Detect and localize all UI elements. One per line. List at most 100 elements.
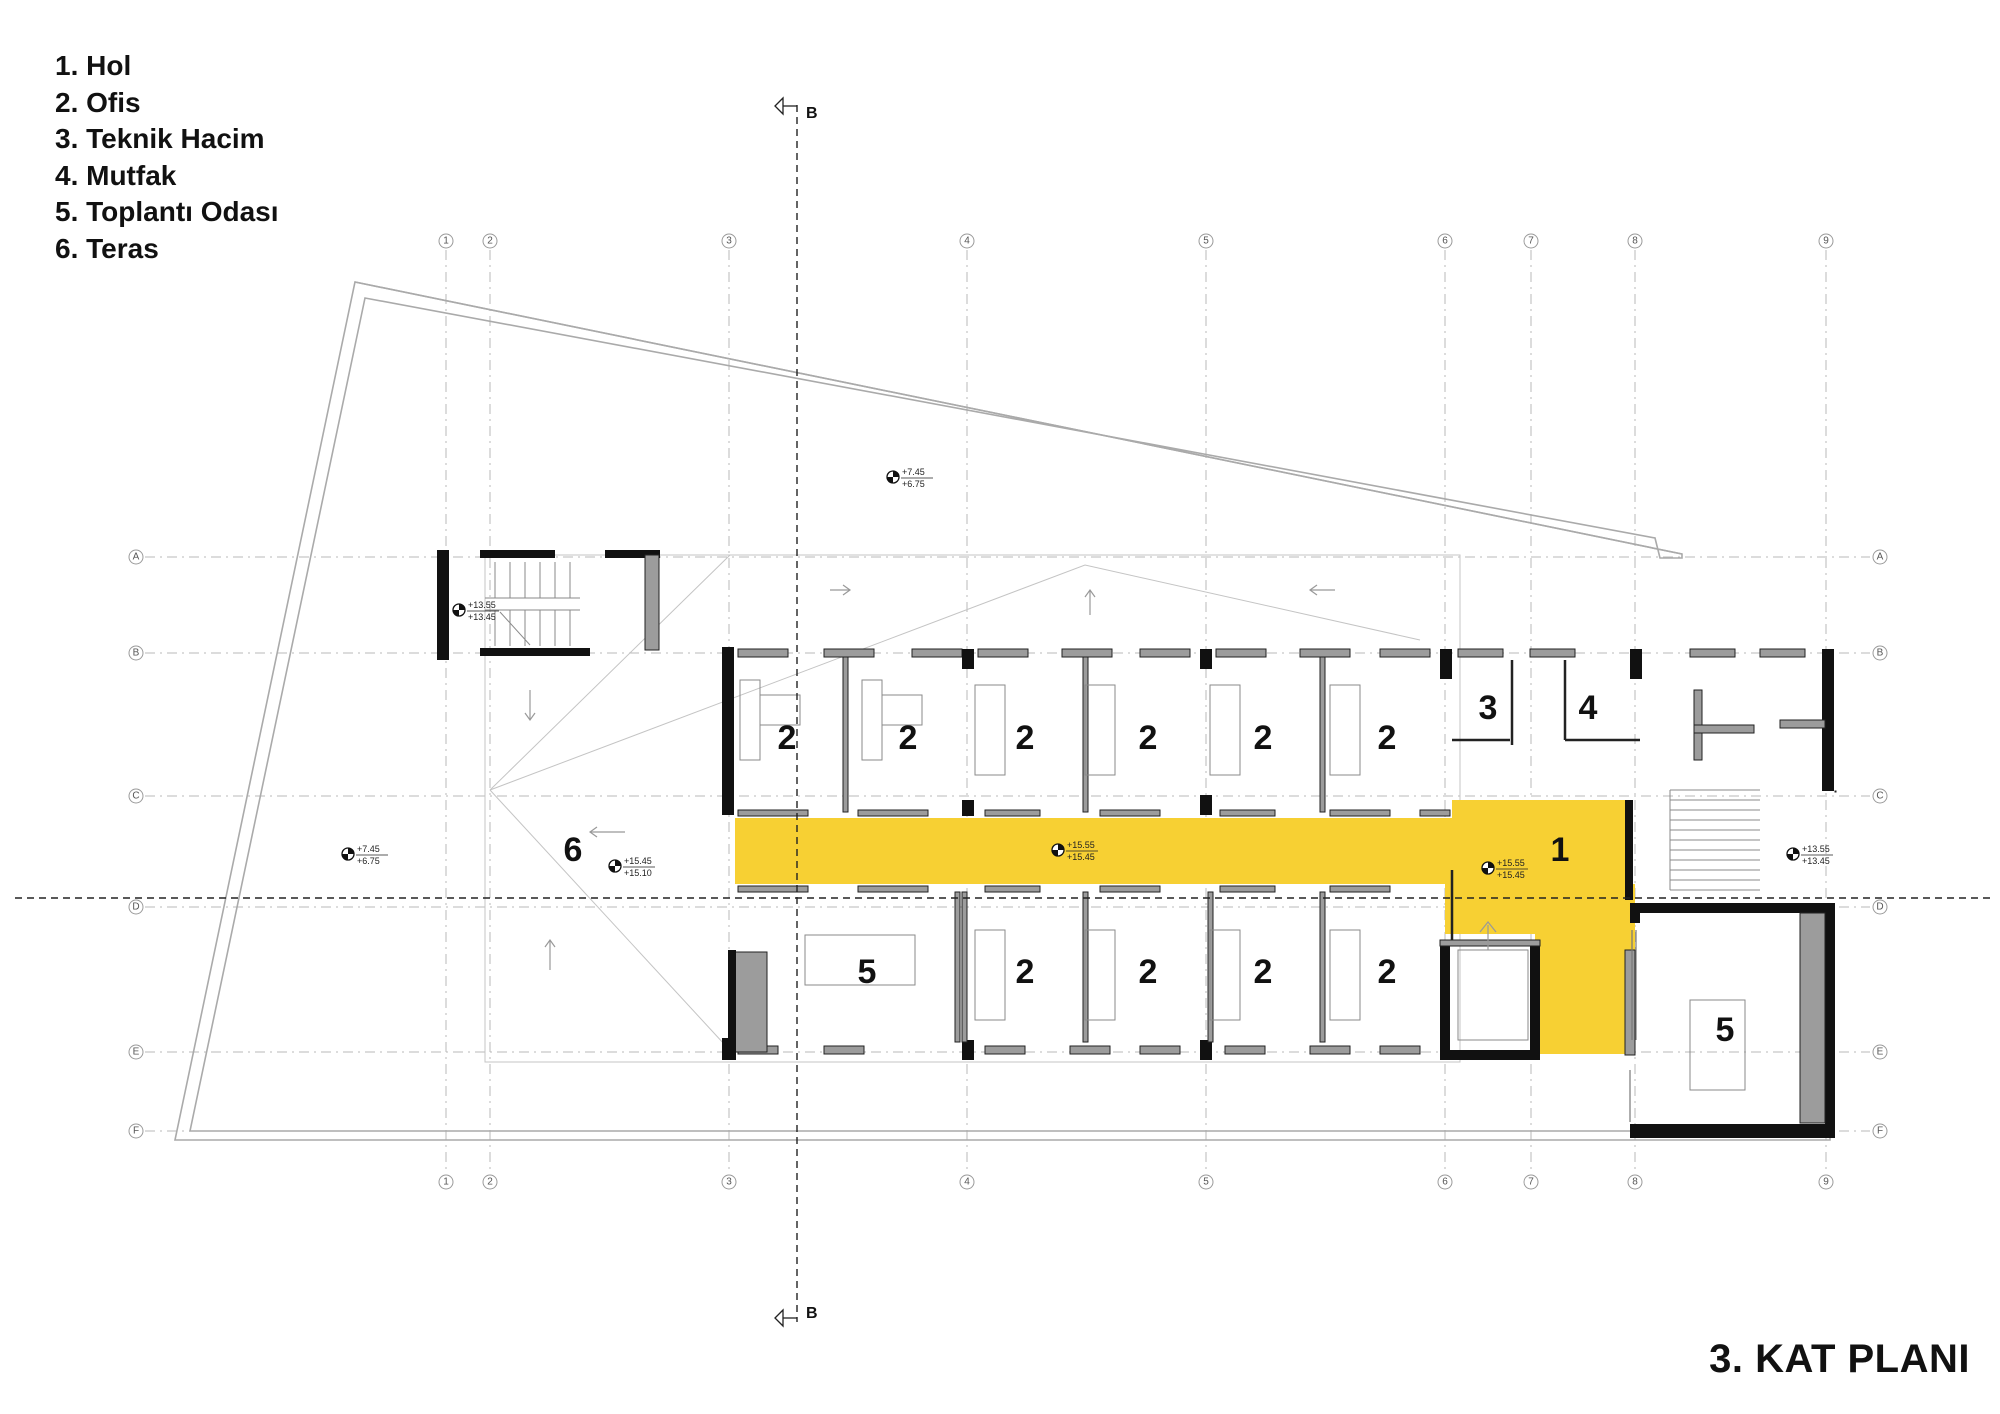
grid-bubble-row: D bbox=[128, 899, 144, 915]
level-value-top: +13.55 bbox=[468, 600, 496, 610]
direction-arrow-icon bbox=[588, 826, 625, 838]
grid-label-column: 7 bbox=[1528, 1177, 1534, 1188]
legend-item-technical: 3. Teknik Hacim bbox=[55, 123, 265, 154]
grid-label-column: 8 bbox=[1632, 236, 1638, 247]
level-value-top: +13.55 bbox=[1802, 844, 1830, 854]
level-marker-icon: +13.55 +13.45 bbox=[1786, 844, 1833, 866]
glazing bbox=[1629, 930, 1637, 1122]
grid-bubble-row: F bbox=[128, 1123, 144, 1139]
level-value-bottom: +15.10 bbox=[624, 868, 652, 878]
grid-bubble-row: A bbox=[1872, 549, 1888, 565]
room-number-meeting: 5 bbox=[1716, 1011, 1735, 1049]
grid-label-row: F bbox=[1877, 1126, 1883, 1137]
level-value-bottom: +15.45 bbox=[1067, 852, 1095, 862]
section-arrow-icon bbox=[774, 96, 797, 116]
grid-bubble-row: A bbox=[128, 549, 144, 565]
level-value-bottom: +6.75 bbox=[357, 856, 380, 866]
grid-label-column: 6 bbox=[1442, 236, 1448, 247]
room-numbers: 2 2 2 2 2 2 3 4 1 5 2 2 2 2 5 6 bbox=[564, 689, 1735, 1049]
grid-bubble-column: 7 bbox=[1523, 1174, 1539, 1190]
grid-bubble-row: D bbox=[1872, 899, 1888, 915]
grid-label-column: 2 bbox=[487, 236, 493, 247]
section-line: B B bbox=[15, 96, 1990, 1328]
west-stair-tower bbox=[437, 550, 660, 660]
office-furniture bbox=[739, 679, 1746, 1091]
grid-bubble-column: 5 bbox=[1198, 233, 1214, 249]
grid-label-column: 8 bbox=[1632, 1177, 1638, 1188]
level-marker-icon: +15.55 +15.45 bbox=[1481, 858, 1528, 880]
room-number-office: 2 bbox=[1378, 719, 1397, 757]
grid-bubble-row: C bbox=[1872, 788, 1888, 804]
grid-label-column: 3 bbox=[726, 1177, 732, 1188]
room-number-office: 2 bbox=[1254, 719, 1273, 757]
grid-bubble-row: E bbox=[1872, 1044, 1888, 1060]
level-marker-icon: +7.45 +6.75 bbox=[886, 467, 933, 489]
grid-bubble-column: 3 bbox=[721, 1174, 737, 1190]
room-number-office: 2 bbox=[1016, 719, 1035, 757]
grid-bubble-column: 1 bbox=[438, 1174, 454, 1190]
east-stair bbox=[1669, 789, 1760, 891]
grid-label-row: C bbox=[132, 791, 139, 802]
room-number-meeting: 5 bbox=[858, 953, 877, 991]
grid-bubble-row: B bbox=[128, 645, 144, 661]
room-number-kitchen: 4 bbox=[1579, 689, 1598, 727]
grid-bubble-column: 2 bbox=[482, 233, 498, 249]
room-number-technical: 3 bbox=[1479, 689, 1498, 727]
grid-bubble-column: 7 bbox=[1523, 233, 1539, 249]
level-value-bottom: +15.45 bbox=[1497, 870, 1525, 880]
building-walls bbox=[722, 647, 1837, 1138]
grid-label-row: F bbox=[133, 1126, 139, 1137]
level-marker-icon: +13.55+13.45 bbox=[452, 600, 499, 622]
level-value-top: +7.45 bbox=[357, 844, 380, 854]
level-value-top: +15.55 bbox=[1497, 858, 1525, 868]
level-markers: +7.45+6.75+7.45+6.75+13.55+13.45+15.55+1… bbox=[341, 467, 1833, 880]
grid-label-column: 1 bbox=[443, 236, 449, 247]
grid-bubble-column: 1 bbox=[438, 233, 454, 249]
grid-label-row: B bbox=[1877, 648, 1884, 659]
level-value-top: +7.45 bbox=[902, 467, 925, 477]
grid-bubble-row: E bbox=[128, 1044, 144, 1060]
grid-label-column: 1 bbox=[443, 1177, 449, 1188]
grid-bubble-column: 6 bbox=[1437, 1174, 1453, 1190]
grid-bubble-column: 3 bbox=[721, 233, 737, 249]
grid-label-row: E bbox=[133, 1047, 140, 1058]
level-value-top: +15.45 bbox=[624, 856, 652, 866]
grid-bubble-row: B bbox=[1872, 645, 1888, 661]
grid-bubble-row: F bbox=[1872, 1123, 1888, 1139]
grid-label-row: D bbox=[1876, 902, 1883, 913]
level-marker-icon: +15.55+15.45 bbox=[1051, 840, 1098, 862]
room-number-office: 2 bbox=[1254, 953, 1273, 991]
level-value-bottom: +13.45 bbox=[1802, 856, 1830, 866]
room-number-office: 2 bbox=[778, 719, 797, 757]
circulation-zone bbox=[735, 800, 1635, 1054]
grid-bubble-column: 5 bbox=[1198, 1174, 1214, 1190]
legend-item-office: 2. Ofis bbox=[55, 86, 141, 118]
grid-bubble-column: 8 bbox=[1627, 233, 1643, 249]
grid-label-column: 4 bbox=[964, 1177, 970, 1188]
legend-item-hall: 1. Hol bbox=[55, 50, 132, 81]
grid-label-column: 2 bbox=[487, 1177, 493, 1188]
grid-label-column: 9 bbox=[1823, 1177, 1829, 1188]
level-value-bottom: +6.75 bbox=[902, 479, 925, 489]
grid-bubble-column: 4 bbox=[959, 1174, 975, 1190]
grid-label-row: E bbox=[1877, 1047, 1884, 1058]
grid-label-column: 3 bbox=[726, 236, 732, 247]
grid-label-column: 5 bbox=[1203, 1177, 1209, 1188]
hall-lower-fill bbox=[1535, 884, 1635, 1054]
room-number-office: 2 bbox=[899, 719, 918, 757]
level-marker-icon: +15.45 +15.10 bbox=[608, 856, 655, 878]
grid-bubble-column: 8 bbox=[1627, 1174, 1643, 1190]
room-number-office: 2 bbox=[1378, 953, 1397, 991]
grid-bubble-column: 9 bbox=[1818, 1174, 1834, 1190]
room-number-terrace: 6 bbox=[564, 831, 583, 869]
grid-bubble-column: 6 bbox=[1437, 233, 1453, 249]
grid-bubble-column: 2 bbox=[482, 1174, 498, 1190]
grid-bubble-column: 4 bbox=[959, 233, 975, 249]
section-label-bottom: B bbox=[806, 1305, 818, 1322]
grid-label-column: 9 bbox=[1823, 236, 1829, 247]
direction-arrow-icon bbox=[1084, 588, 1096, 615]
grid-label-row: D bbox=[132, 902, 139, 913]
direction-arrow-icon bbox=[544, 938, 556, 970]
room-number-office: 2 bbox=[1016, 953, 1035, 991]
